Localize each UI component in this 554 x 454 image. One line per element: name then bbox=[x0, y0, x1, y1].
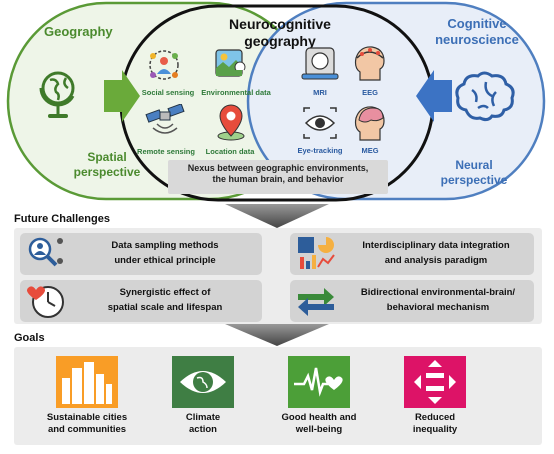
geo-item-label-2: Environmental data bbox=[201, 88, 271, 97]
challenge-text-1: Data sampling methods under ethical prin… bbox=[70, 238, 260, 268]
eye-globe-icon bbox=[180, 371, 226, 393]
geography-subtitle-line2: perspective bbox=[73, 165, 141, 179]
neurocognitive-title-line1: Neurocognitive bbox=[229, 16, 331, 32]
cognitive-subtitle-line2: perspective bbox=[440, 173, 508, 187]
bidirectional-arrows-icon bbox=[298, 288, 334, 316]
goal-4-line2: inequality bbox=[412, 424, 458, 435]
goal-box-cities bbox=[56, 356, 118, 408]
geo-item-label-1: Social sensing bbox=[141, 88, 195, 97]
geography-subtitle: Spatial perspective bbox=[62, 150, 152, 180]
goal-text-1: Sustainable cities and communities bbox=[27, 412, 147, 436]
challenge-2-line1: Interdisciplinary data integration bbox=[362, 240, 510, 251]
brain-item-label-2: EEG bbox=[362, 88, 378, 97]
brain-item-label-3: Eye-tracking bbox=[297, 146, 343, 155]
challenges-title: Future Challenges bbox=[14, 213, 110, 225]
cognitive-subtitle-line1: Neural bbox=[455, 158, 493, 172]
geography-title: Geography bbox=[44, 24, 113, 39]
goal-3-line1: Good health and bbox=[281, 412, 357, 423]
challenge-4-line1: Bidirectional environmental-brain/ bbox=[360, 287, 516, 298]
challenge-3-line1: Synergistic effect of bbox=[119, 287, 211, 298]
challenge-2-line2: and analysis paradigm bbox=[384, 255, 488, 266]
goal-text-4: Reduced inequality bbox=[375, 412, 495, 436]
goals-title: Goals bbox=[14, 332, 45, 344]
brain-item-label-1: MRI bbox=[313, 88, 327, 97]
goal-1-line1: Sustainable cities bbox=[46, 412, 128, 423]
goal-box-climate bbox=[172, 356, 234, 408]
challenge-text-4: Bidirectional environmental-brain/ behav… bbox=[338, 285, 538, 315]
goal-2-line2: action bbox=[189, 424, 217, 435]
goal-text-2: Climate action bbox=[143, 412, 263, 436]
goal-text-3: Good health and well-being bbox=[259, 412, 379, 436]
eye-tracking-icon bbox=[303, 107, 337, 139]
left-arrow bbox=[104, 70, 140, 122]
nexus-line1: Nexus between geographic environments, bbox=[187, 163, 369, 173]
geo-item-label-3: Remote sensing bbox=[137, 147, 195, 156]
social-sensing-icon bbox=[149, 50, 179, 80]
charts-icon bbox=[298, 237, 335, 269]
challenge-card-4 bbox=[290, 280, 534, 322]
goal-4-line1: Reduced bbox=[414, 412, 456, 423]
challenge-3-line2: spatial scale and lifespan bbox=[107, 302, 223, 313]
challenge-4-line2: behavioral mechanism bbox=[386, 302, 490, 313]
nexus-line2: the human brain, and behavior bbox=[212, 174, 344, 184]
cognitive-title-line2: neuroscience bbox=[435, 32, 519, 47]
heart-clock-icon bbox=[27, 286, 64, 318]
mri-scanner-icon bbox=[301, 47, 339, 80]
down-arrow-1 bbox=[225, 204, 329, 228]
neurocognitive-title-line2: geography bbox=[244, 33, 316, 49]
challenge-text-3: Synergistic effect of spatial scale and … bbox=[70, 285, 260, 315]
goal-2-line1: Climate bbox=[185, 412, 221, 423]
challenge-text-2: Interdisciplinary data integration and a… bbox=[338, 238, 534, 268]
neurocognitive-title: Neurocognitive geography bbox=[205, 16, 355, 50]
geo-item-label-4: Location data bbox=[205, 147, 255, 156]
magnifier-people-icon bbox=[28, 237, 63, 267]
goal-1-line2: and communities bbox=[47, 424, 127, 435]
location-pin-icon bbox=[217, 104, 245, 141]
geography-subtitle-line1: Spatial bbox=[87, 150, 127, 164]
city-buildings-icon bbox=[62, 362, 112, 404]
down-arrow-2 bbox=[225, 324, 329, 346]
eeg-head-icon bbox=[354, 46, 385, 81]
goal-3-line2: well-being bbox=[295, 424, 343, 435]
brain-icon bbox=[455, 71, 515, 122]
brain-item-label-4: MEG bbox=[361, 146, 379, 155]
challenge-1-line1: Data sampling methods bbox=[111, 240, 219, 251]
right-arrow bbox=[416, 70, 452, 122]
globe-icon bbox=[39, 71, 75, 118]
equality-arrows-icon bbox=[414, 360, 456, 404]
goal-box-health bbox=[288, 356, 350, 408]
nexus-box bbox=[168, 160, 388, 194]
cognitive-title: Cognitive neuroscience bbox=[412, 16, 542, 48]
environmental-data-icon bbox=[215, 49, 246, 77]
heartbeat-icon bbox=[294, 367, 343, 397]
cognitive-subtitle: Neural perspective bbox=[424, 158, 524, 188]
meg-head-icon bbox=[354, 106, 385, 141]
nexus-text: Nexus between geographic environments, t… bbox=[168, 163, 388, 185]
challenge-1-line2: under ethical principle bbox=[114, 255, 216, 266]
goal-box-inequality bbox=[404, 356, 466, 408]
satellite-icon bbox=[145, 104, 185, 134]
cognitive-title-line1: Cognitive bbox=[447, 16, 507, 31]
